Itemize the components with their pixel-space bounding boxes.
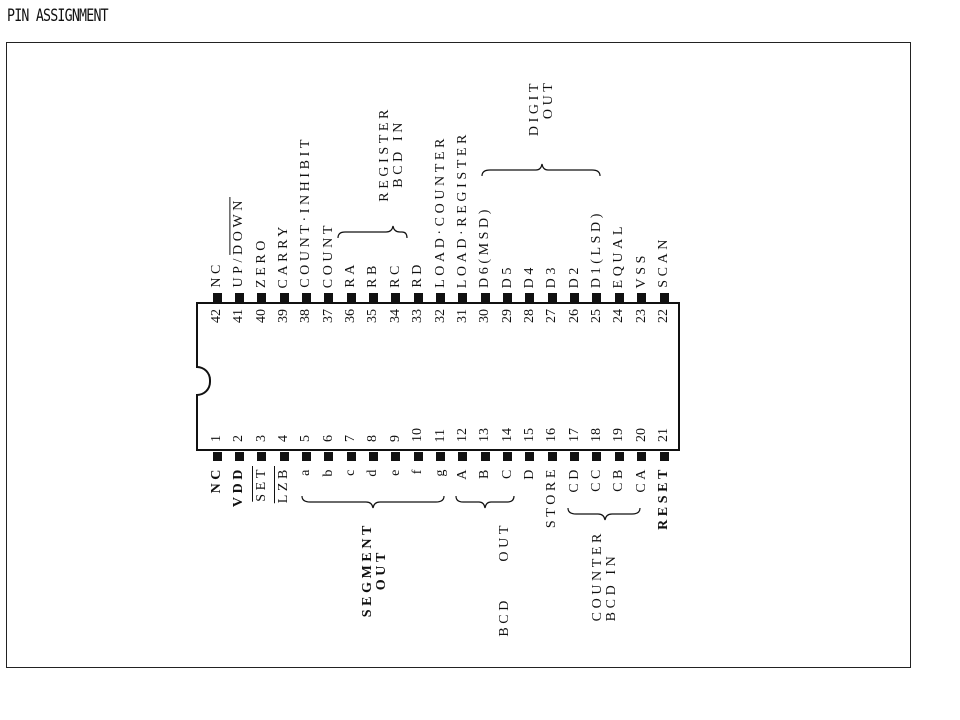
pin-27 <box>547 293 557 302</box>
pin-21 <box>659 452 669 461</box>
pin-39 <box>279 293 289 302</box>
pin-15 <box>525 452 535 461</box>
pin-17 <box>570 452 580 461</box>
pin-41 <box>234 293 244 302</box>
diagram-frame <box>6 42 911 668</box>
pin-35 <box>368 293 378 302</box>
pin-40 <box>257 293 267 302</box>
pin-30 <box>480 293 490 302</box>
pin-25 <box>592 293 602 302</box>
pin-29 <box>503 293 513 302</box>
pin-31 <box>458 293 468 302</box>
pin-33 <box>413 293 423 302</box>
pin-18 <box>592 452 602 461</box>
pin-11 <box>436 452 445 461</box>
counter-bcd-in-brace <box>567 507 641 521</box>
pin-28 <box>525 293 535 302</box>
pin-16 <box>547 452 557 461</box>
pin-5 <box>301 452 311 461</box>
pin-1 <box>212 452 222 461</box>
group-label-counter-bcd-in: COUNTER BCD IN <box>590 530 619 622</box>
pin-4 <box>279 452 289 461</box>
pin-37 <box>324 293 334 302</box>
pin-14 <box>503 452 513 461</box>
pin-10 <box>413 452 423 461</box>
segment-out-brace <box>301 495 445 509</box>
ic-package-body <box>196 302 680 451</box>
pin-19 <box>614 452 624 461</box>
pin-3 <box>257 452 267 461</box>
pin-13 <box>480 452 490 461</box>
pin-7 <box>346 452 356 461</box>
pin-23 <box>637 293 647 302</box>
pin-8 <box>368 452 378 461</box>
pin-6 <box>324 452 334 461</box>
group-label-segment-out: SEGMENT OUT <box>360 522 389 618</box>
group-label-digit-out: DIGIT OUT <box>527 80 556 137</box>
bcd-out-brace <box>455 495 515 509</box>
pin-22 <box>659 293 669 302</box>
group-label-register-bcd-in: REGISTER BCD IN <box>377 106 406 202</box>
pin-26 <box>570 293 580 302</box>
pin-24 <box>614 293 624 302</box>
pin-36 <box>346 293 356 302</box>
pin-42 <box>212 293 222 302</box>
pin-9 <box>391 452 401 461</box>
register-brace <box>337 225 408 239</box>
group-label-bcd-out: BCD OUT <box>497 522 512 637</box>
digit-out-brace <box>481 163 601 177</box>
pin-32 <box>436 293 445 302</box>
pin-2 <box>234 452 244 461</box>
page-title: PIN ASSIGNMENT <box>7 6 109 26</box>
pin-38 <box>301 293 311 302</box>
pin-34 <box>391 293 401 302</box>
pin-12 <box>458 452 468 461</box>
pin-20 <box>637 452 647 461</box>
